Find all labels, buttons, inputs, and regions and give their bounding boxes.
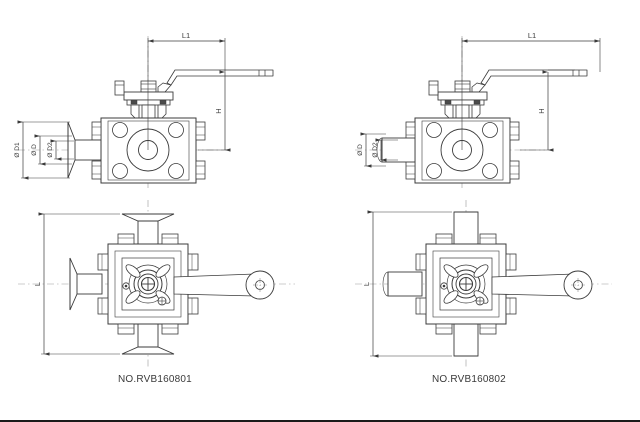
right-elevation-view: L1 H Ø D Ø D2	[355, 31, 601, 190]
left-plan-view: L	[18, 200, 295, 368]
weld-port-left	[382, 271, 423, 297]
dimension-label-L: L	[33, 282, 42, 286]
valve-elevation-geometry	[91, 69, 274, 184]
weld-port-top	[453, 211, 479, 247]
dimension-label-D2: Ø D2	[372, 142, 379, 158]
left-elevation-view: L1 H Ø D1 Ø D	[14, 31, 274, 190]
dimension-label-D: Ø D	[357, 144, 364, 156]
dimension-L: L	[362, 210, 452, 358]
dimension-label-L1: L1	[528, 31, 536, 40]
valve-plan-geometry	[415, 233, 593, 335]
dimension-H: H	[520, 69, 575, 152]
dimension-label-H: H	[537, 108, 546, 113]
ferrule-port-bottom	[121, 321, 175, 355]
valve-elevation-geometry	[405, 69, 588, 184]
ferrule-port-left	[69, 257, 103, 311]
figure-caption-right: NO.RVB160802	[432, 374, 506, 385]
figure-caption-left: NO.RVB160801	[118, 374, 192, 385]
right-plan-view: L	[355, 200, 612, 368]
valve-plan-geometry	[97, 233, 275, 335]
dimension-label-H: H	[214, 108, 223, 113]
dimension-label-D1: Ø D1	[14, 142, 21, 158]
dimension-label-D2: Ø D2	[47, 142, 54, 158]
dimension-H: H	[198, 70, 231, 152]
dimension-L1: L1	[461, 31, 601, 150]
dimension-label-L1: L1	[182, 31, 190, 40]
weld-port-bottom	[453, 321, 479, 357]
dimension-label-D: Ø D	[31, 144, 38, 156]
butt-weld-end	[376, 137, 416, 163]
dimension-label-L: L	[362, 282, 371, 286]
ferrule-port-top	[121, 213, 175, 247]
dimension-L: L	[33, 212, 120, 356]
dimension-diameters: Ø D Ø D2	[357, 132, 398, 168]
dimension-L1: L1	[147, 31, 226, 150]
dimension-diameters: Ø D1 Ø D Ø D2	[14, 120, 74, 180]
